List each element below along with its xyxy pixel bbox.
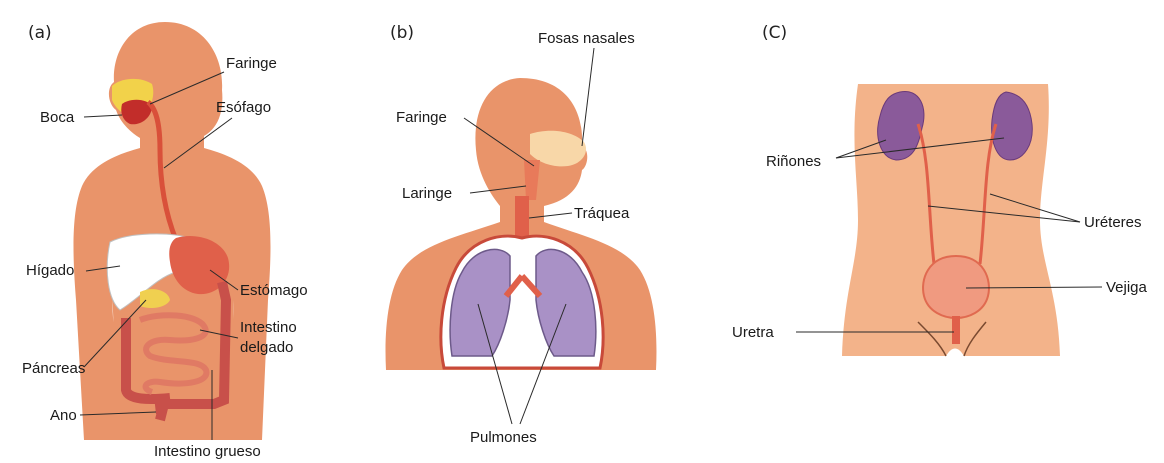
label-intestino-delgado-1: Intestino xyxy=(240,319,297,336)
label-boca: Boca xyxy=(40,109,75,126)
label-laringe: Laringe xyxy=(402,185,452,202)
panel-a-letter: (a) xyxy=(28,23,52,43)
label-rinones: Riñones xyxy=(766,153,821,170)
panel-a-digestive: (a) Faringe Boca Esófago Hígado Estómago… xyxy=(22,22,308,460)
label-faringe: Faringe xyxy=(226,55,277,72)
label-pulmones: Pulmones xyxy=(470,429,537,446)
rectum xyxy=(154,396,168,414)
label-fosas-nasales: Fosas nasales xyxy=(538,30,635,47)
label-ano: Ano xyxy=(50,407,77,424)
panel-c-urinary: (C) Riñones Uréteres Vejiga Uretra xyxy=(732,23,1148,356)
label-traquea: Tráquea xyxy=(574,205,630,222)
label-intestino-grueso: Intestino grueso xyxy=(154,443,261,460)
label-higado: Hígado xyxy=(26,262,74,279)
label-pancreas: Páncreas xyxy=(22,360,85,377)
urethra xyxy=(952,316,960,344)
leader-boca xyxy=(84,115,122,117)
label-uretra: Uretra xyxy=(732,324,774,341)
label-vejiga: Vejiga xyxy=(1106,279,1148,296)
label-estomago: Estómago xyxy=(240,282,308,299)
panel-c-letter: (C) xyxy=(762,23,787,43)
leader-fosas-nasales xyxy=(582,48,594,146)
panel-b-letter: (b) xyxy=(390,23,414,43)
label-esofago: Esófago xyxy=(216,99,271,116)
label-intestino-delgado-2: delgado xyxy=(240,339,293,356)
bladder[interactable] xyxy=(923,256,989,318)
label-faringe-b: Faringe xyxy=(396,109,447,126)
label-ureteres: Uréteres xyxy=(1084,214,1142,231)
panel-b-respiratory: (b) Fosas nasales Faringe Laringe Tráque… xyxy=(386,23,657,446)
